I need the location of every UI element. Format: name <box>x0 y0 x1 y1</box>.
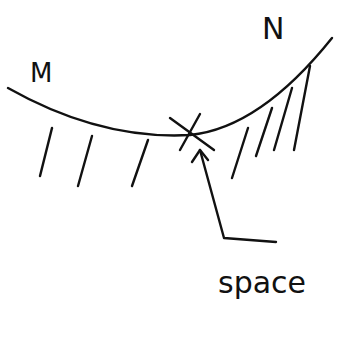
cross-mark <box>170 114 214 150</box>
sketch-label: N <box>262 14 284 44</box>
sketch-label: space <box>218 268 306 298</box>
hatching <box>40 66 310 186</box>
sketch-label: M <box>30 60 52 86</box>
leader-line <box>192 150 276 242</box>
